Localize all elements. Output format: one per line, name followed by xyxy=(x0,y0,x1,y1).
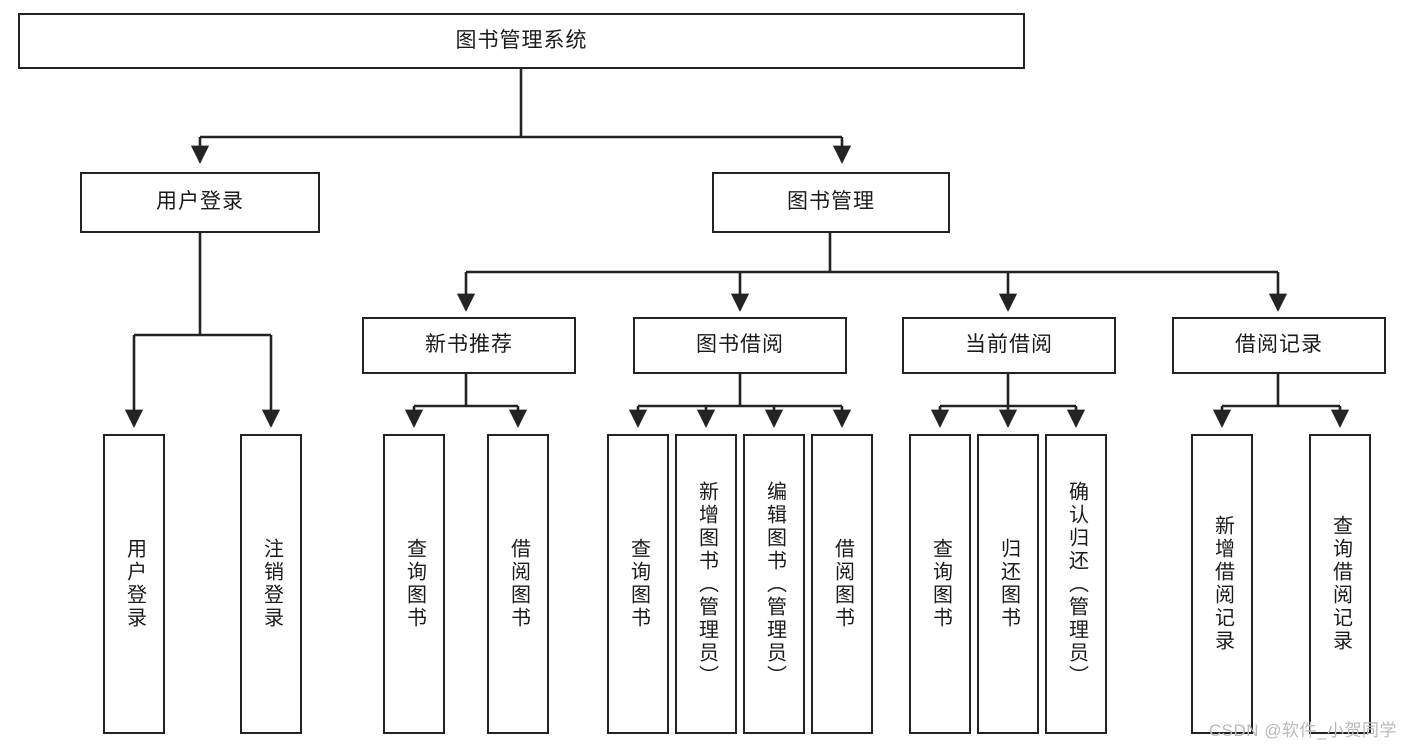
node-book-manage[interactable]: 图书管理 xyxy=(712,172,950,233)
leaf-borrow-book-1[interactable]: 借阅图书 xyxy=(487,434,549,734)
node-current-borrow-label: 当前借阅 xyxy=(965,333,1053,357)
leaf-borrow-book-2[interactable]: 借阅图书 xyxy=(811,434,873,734)
leaf-add-book[interactable]: 新增图书（管理员） xyxy=(675,434,737,734)
leaf-query-record-label: 查询借阅记录 xyxy=(1329,515,1352,653)
leaf-query-record[interactable]: 查询借阅记录 xyxy=(1309,434,1371,734)
node-root[interactable]: 图书管理系统 xyxy=(18,13,1025,69)
leaf-user-logout[interactable]: 注销登录 xyxy=(240,434,302,734)
leaf-confirm-return-label: 确认归还（管理员） xyxy=(1065,480,1088,688)
leaf-add-record[interactable]: 新增借阅记录 xyxy=(1191,434,1253,734)
leaf-add-record-label: 新增借阅记录 xyxy=(1211,515,1234,653)
node-current-borrow[interactable]: 当前借阅 xyxy=(902,317,1116,374)
node-user-login[interactable]: 用户登录 xyxy=(80,172,320,233)
node-book-borrow[interactable]: 图书借阅 xyxy=(633,317,847,374)
node-user-login-label: 用户登录 xyxy=(156,190,244,214)
leaf-return-book[interactable]: 归还图书 xyxy=(977,434,1039,734)
node-borrow-record-label: 借阅记录 xyxy=(1235,333,1323,357)
node-book-manage-label: 图书管理 xyxy=(787,190,875,214)
leaf-query-book-2-label: 查询图书 xyxy=(627,538,650,630)
node-root-label: 图书管理系统 xyxy=(455,28,588,52)
leaf-user-logout-label: 注销登录 xyxy=(260,538,283,630)
node-book-borrow-label: 图书借阅 xyxy=(696,333,784,357)
leaf-confirm-return[interactable]: 确认归还（管理员） xyxy=(1045,434,1107,734)
leaf-user-login-label: 用户登录 xyxy=(123,538,146,630)
node-new-book-recommend[interactable]: 新书推荐 xyxy=(362,317,576,374)
leaf-query-book-1-label: 查询图书 xyxy=(403,538,426,630)
leaf-user-login[interactable]: 用户登录 xyxy=(103,434,165,734)
leaf-query-book-2[interactable]: 查询图书 xyxy=(607,434,669,734)
leaf-add-book-label: 新增图书（管理员） xyxy=(695,480,718,688)
node-new-book-recommend-label: 新书推荐 xyxy=(425,333,513,357)
watermark: CSDN @软件_小贺同学 xyxy=(1208,721,1397,740)
leaf-borrow-book-2-label: 借阅图书 xyxy=(831,538,854,630)
leaf-return-book-label: 归还图书 xyxy=(997,538,1020,630)
leaf-query-book-1[interactable]: 查询图书 xyxy=(383,434,445,734)
leaf-borrow-book-1-label: 借阅图书 xyxy=(507,538,530,630)
leaf-edit-book-label: 编辑图书（管理员） xyxy=(763,480,786,688)
node-borrow-record[interactable]: 借阅记录 xyxy=(1172,317,1386,374)
leaf-query-book-3-label: 查询图书 xyxy=(929,538,952,630)
leaf-edit-book[interactable]: 编辑图书（管理员） xyxy=(743,434,805,734)
leaf-query-book-3[interactable]: 查询图书 xyxy=(909,434,971,734)
